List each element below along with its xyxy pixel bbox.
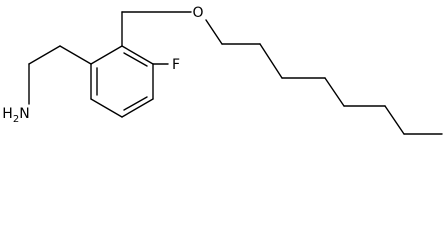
amine-label: H2N	[2, 106, 29, 125]
ring-bond-c3-c4	[121, 98, 154, 118]
octyl-chain	[221, 43, 443, 135]
fluorine-atom-label: F	[172, 57, 180, 73]
ring-bond-c1-c2	[121, 45, 154, 65]
bond-ring-to-ch2-amine	[59, 45, 92, 65]
structure-diagram: O F H2N	[2, 5, 443, 135]
ring-double-bond-c3-c4	[123, 96, 148, 111]
bond-oxygen-to-chain	[205, 19, 223, 45]
chain-bond-6	[384, 105, 405, 135]
chain-bond-2	[259, 43, 283, 79]
oxygen-atom-label: O	[192, 5, 203, 21]
ring-bond-c4-c5	[90, 98, 123, 118]
ring-bond-c6-c1	[90, 45, 123, 65]
bond-ch2-to-amine	[28, 45, 61, 65]
benzene-ring	[90, 45, 154, 118]
ring-double-bond-c1-c2	[123, 52, 148, 67]
chain-bond-4	[324, 77, 345, 107]
